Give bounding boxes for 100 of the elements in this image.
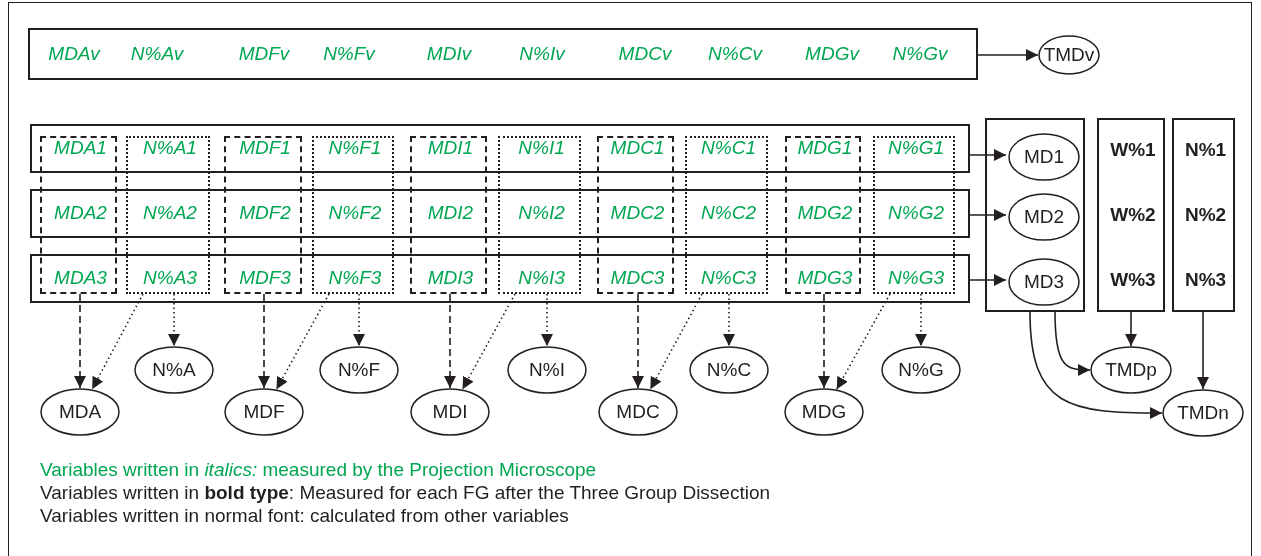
variable-name: N%Gv — [892, 43, 948, 65]
variable-column-box — [410, 136, 487, 294]
arrow — [91, 293, 144, 390]
arrow — [969, 209, 1007, 221]
variable-name: MDF2 — [239, 202, 291, 224]
variable-ellipse: N%C — [689, 346, 769, 394]
variable-ellipse: TMDv — [1038, 35, 1100, 75]
variable-name: N%C1 — [701, 137, 756, 159]
variable-name: N%G2 — [888, 202, 944, 224]
variable-name: MDG2 — [797, 202, 853, 224]
variable-name: N%A2 — [143, 202, 197, 224]
variable-ellipse: MDG — [784, 388, 864, 436]
variable-column-box — [1097, 118, 1165, 312]
variable-name: N%F1 — [328, 137, 382, 159]
variable-column-box — [40, 136, 117, 294]
column-box — [985, 118, 1085, 312]
variable-name: N%I3 — [518, 267, 565, 289]
row-box — [30, 189, 970, 238]
arrow — [723, 293, 735, 347]
variable-column-box — [597, 136, 674, 294]
variable-column-box — [685, 136, 768, 294]
arrow — [353, 293, 365, 347]
variable-name: MDI3 — [427, 267, 474, 289]
variable-name: N%I1 — [518, 137, 565, 159]
variable-name: W%2 — [1110, 204, 1156, 226]
variable-name: MDI1 — [427, 137, 474, 159]
variable-ellipse: N%A — [134, 346, 214, 394]
variable-ellipse: MDI — [410, 388, 490, 436]
variable-name: MDA1 — [54, 137, 107, 159]
variable-name: MDIv — [426, 43, 472, 65]
row-box — [30, 124, 970, 173]
variable-row-box — [28, 28, 978, 80]
variable-name: MDI2 — [427, 202, 474, 224]
arrow — [1054, 311, 1091, 376]
variable-name: MDG3 — [797, 267, 853, 289]
variable-ellipse: TMDp — [1090, 346, 1172, 394]
variable-name: N%F2 — [328, 202, 382, 224]
variable-name: N%I2 — [518, 202, 565, 224]
arrow — [541, 293, 553, 347]
variable-name: MDC1 — [610, 137, 665, 159]
arrow — [1029, 311, 1163, 419]
variable-name: MDF3 — [239, 267, 291, 289]
arrow — [977, 49, 1039, 61]
variable-name: MDCv — [618, 43, 672, 65]
arrow — [461, 293, 516, 390]
variable-name: N%Cv — [708, 43, 762, 65]
arrow — [969, 149, 1007, 161]
variable-name: N%A3 — [143, 267, 197, 289]
variable-name: MDA2 — [54, 202, 107, 224]
arrow — [444, 293, 456, 389]
note-text: Variables written in bold type: Measured for each FG after the Three Group Dissection — [40, 482, 771, 504]
row-box — [30, 254, 970, 303]
variable-name: N%G1 — [888, 137, 944, 159]
arrow — [275, 293, 330, 390]
arrow — [258, 293, 270, 389]
variable-ellipse: MDC — [598, 388, 678, 436]
arrow — [1125, 311, 1137, 347]
arrow — [835, 293, 891, 391]
variable-name: N%Av — [130, 43, 184, 65]
variable-ellipse: TMDn — [1162, 389, 1244, 437]
variable-name: N%3 — [1184, 269, 1227, 291]
variable-name: N%Fv — [323, 43, 375, 65]
variable-name: MDAv — [48, 43, 100, 65]
variable-name: N%1 — [1184, 139, 1227, 161]
variable-name: N%A1 — [143, 137, 197, 159]
arrow — [74, 293, 86, 389]
variable-name: N%C3 — [701, 267, 756, 289]
variable-ellipse: MD3 — [1008, 258, 1080, 306]
arrow — [915, 293, 927, 347]
variable-name: N%F3 — [328, 267, 382, 289]
variable-column-box — [498, 136, 581, 294]
variable-ellipse: MD1 — [1008, 133, 1080, 181]
variable-ellipse: N%G — [881, 346, 961, 394]
variable-column-box — [873, 136, 955, 294]
variable-column-box — [312, 136, 394, 294]
variable-ellipse: MD2 — [1008, 193, 1080, 241]
variable-column-box — [785, 136, 861, 294]
arrow — [632, 293, 644, 389]
variable-name: MDC3 — [610, 267, 665, 289]
variable-name: W%1 — [1110, 139, 1156, 161]
variable-name: MDF1 — [239, 137, 291, 159]
arrow — [969, 274, 1007, 286]
arrow — [818, 293, 830, 389]
variable-name: MDG1 — [797, 137, 853, 159]
variable-name: MDGv — [805, 43, 859, 65]
arrow — [649, 293, 703, 390]
variable-name: N%G3 — [888, 267, 944, 289]
variable-name: MDA3 — [54, 267, 107, 289]
variable-ellipse: N%I — [507, 346, 587, 394]
arrow — [168, 293, 180, 347]
variable-column-box — [1172, 118, 1235, 312]
variable-ellipse: N%F — [319, 346, 399, 394]
variable-name: W%3 — [1110, 269, 1156, 291]
variable-ellipse: MDA — [40, 388, 120, 436]
variable-name: N%C2 — [701, 202, 756, 224]
variable-name: MDC2 — [610, 202, 665, 224]
variable-name: MDFv — [238, 43, 290, 65]
arrow — [1197, 311, 1209, 390]
note-text: Variables written in italics: measured by the Projection Microscope — [40, 459, 597, 481]
note-text: Variables written in normal font: calculated from other variables — [40, 505, 569, 527]
